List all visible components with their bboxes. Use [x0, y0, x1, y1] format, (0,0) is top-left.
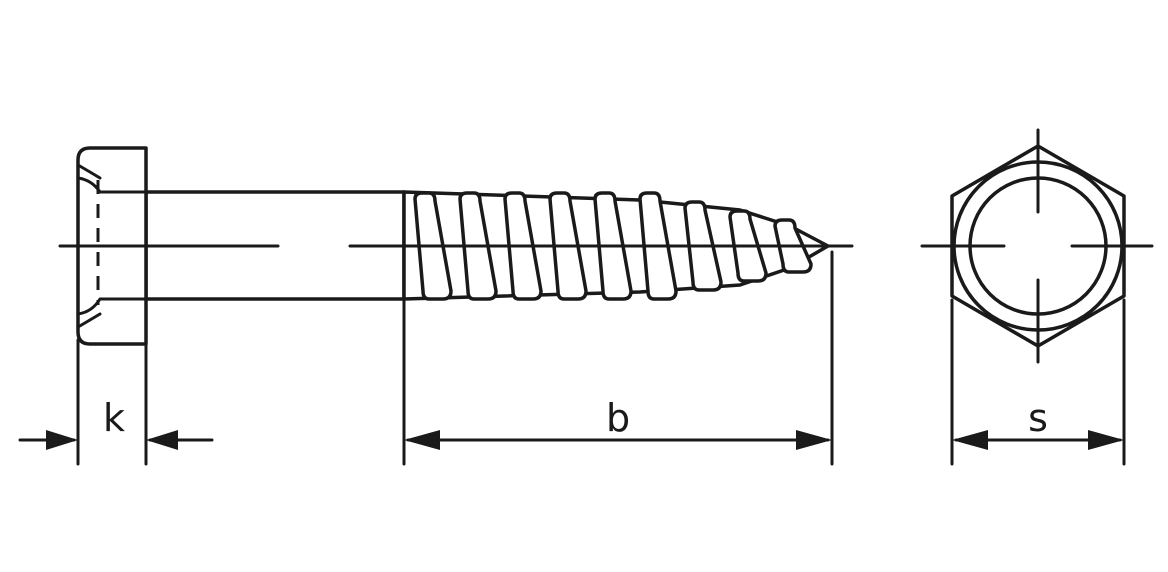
dimension-label-b: b — [606, 396, 630, 440]
dimension-k: k — [18, 338, 214, 466]
end-view — [920, 128, 1154, 364]
arrowhead — [796, 430, 832, 450]
side-view — [58, 146, 854, 346]
arrowhead — [146, 430, 178, 450]
dimension-label-s: s — [1028, 396, 1048, 440]
dimension-label-k: k — [103, 396, 125, 440]
thread-crests — [413, 191, 813, 301]
arrowhead — [952, 430, 988, 450]
head-chamfer-bottom — [76, 312, 102, 329]
arrowhead — [404, 430, 440, 450]
arrowhead — [1088, 430, 1124, 450]
arrowhead — [46, 430, 78, 450]
head-chamfer-upper — [76, 176, 148, 194]
head-chamfer-top — [76, 163, 102, 180]
dimension-s: s — [950, 298, 1126, 466]
dimension-b: b — [402, 250, 834, 466]
head-chamfer-lower — [76, 297, 148, 316]
